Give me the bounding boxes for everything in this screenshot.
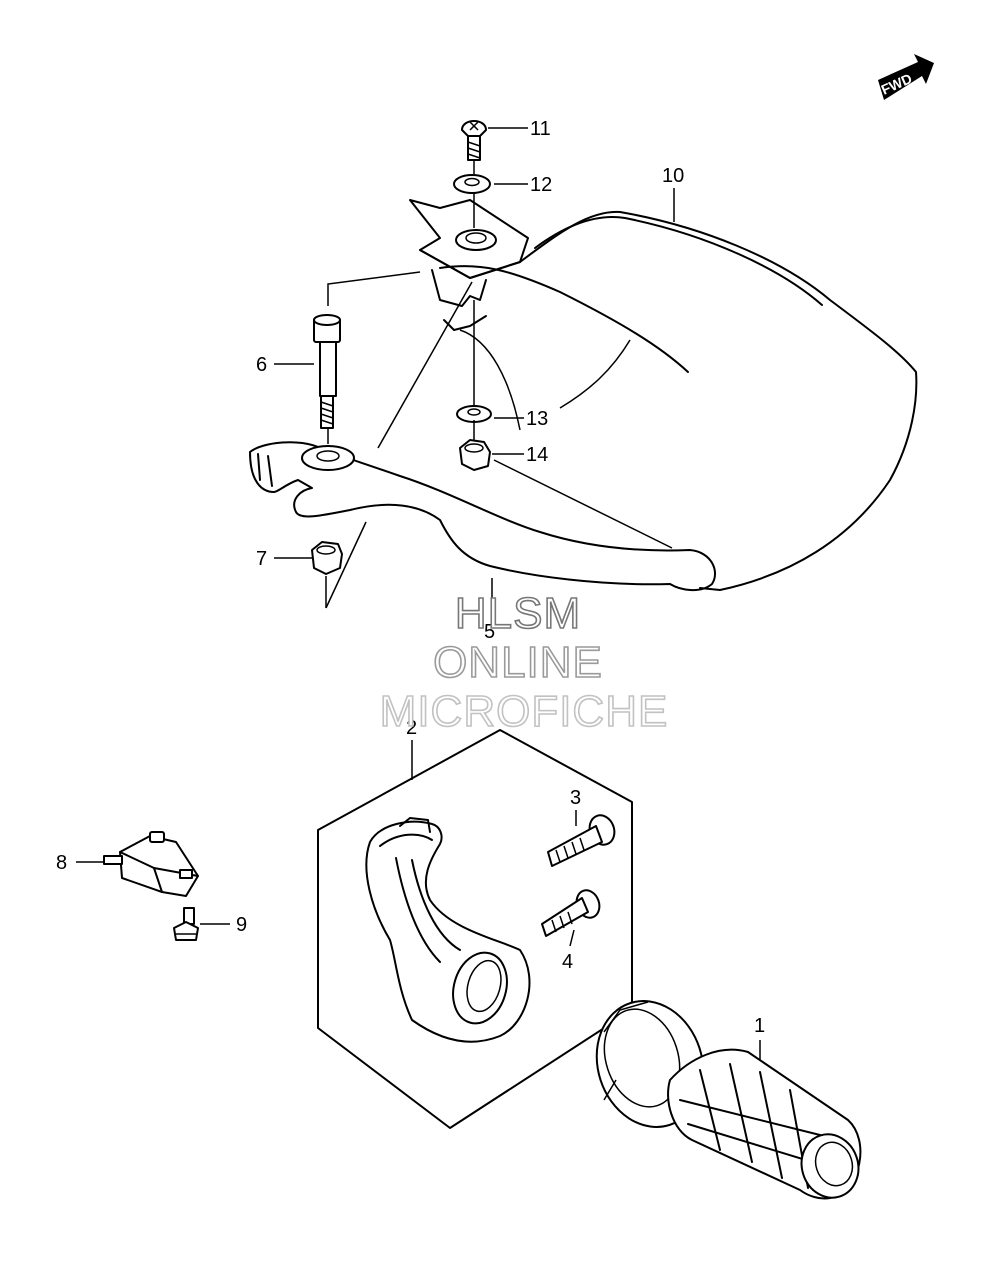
label-8: 8: [56, 852, 67, 874]
label-6: 6: [256, 354, 267, 376]
washer-12: [453, 174, 491, 194]
watermark: HLSM ONLINE MICROFICHE: [379, 588, 669, 737]
part-labels: 11 12 10 6 13 14 7 5 2 3 8 9 4 1: [56, 118, 765, 1037]
nut-14: [459, 439, 491, 471]
label-11: 11: [530, 118, 551, 140]
clutch-lever: [249, 441, 717, 591]
fwd-label: FWD: [879, 70, 915, 98]
fwd-arrow-icon: FWD: [878, 54, 934, 100]
switch-8: [103, 831, 199, 897]
lever-holder: [365, 817, 531, 1043]
label-5: 5: [484, 621, 495, 643]
hand-guard: [409, 199, 918, 591]
handlebar-grip: [595, 1000, 862, 1200]
screw-11: [461, 120, 487, 161]
label-14: 14: [526, 444, 548, 466]
label-1: 1: [754, 1015, 765, 1037]
watermark-line-1: HLSM: [455, 589, 581, 638]
screw-9: [173, 907, 199, 941]
leader-lines: [76, 127, 761, 1080]
label-7: 7: [256, 548, 267, 570]
bolt-6: [313, 314, 341, 429]
label-13: 13: [526, 408, 548, 430]
screw-3: [547, 814, 616, 867]
label-9: 9: [236, 914, 247, 936]
label-10: 10: [662, 165, 684, 187]
screw-4: [541, 889, 601, 937]
label-4: 4: [562, 951, 573, 973]
label-12: 12: [530, 174, 552, 196]
label-2: 2: [406, 717, 417, 739]
part-2-kit-frame: [317, 729, 633, 1129]
label-3: 3: [570, 787, 581, 809]
watermark-line-2: ONLINE: [433, 638, 603, 687]
nut-7: [311, 541, 343, 575]
watermark-line-3: MICROFICHE: [380, 687, 669, 736]
washer-13: [456, 405, 492, 423]
